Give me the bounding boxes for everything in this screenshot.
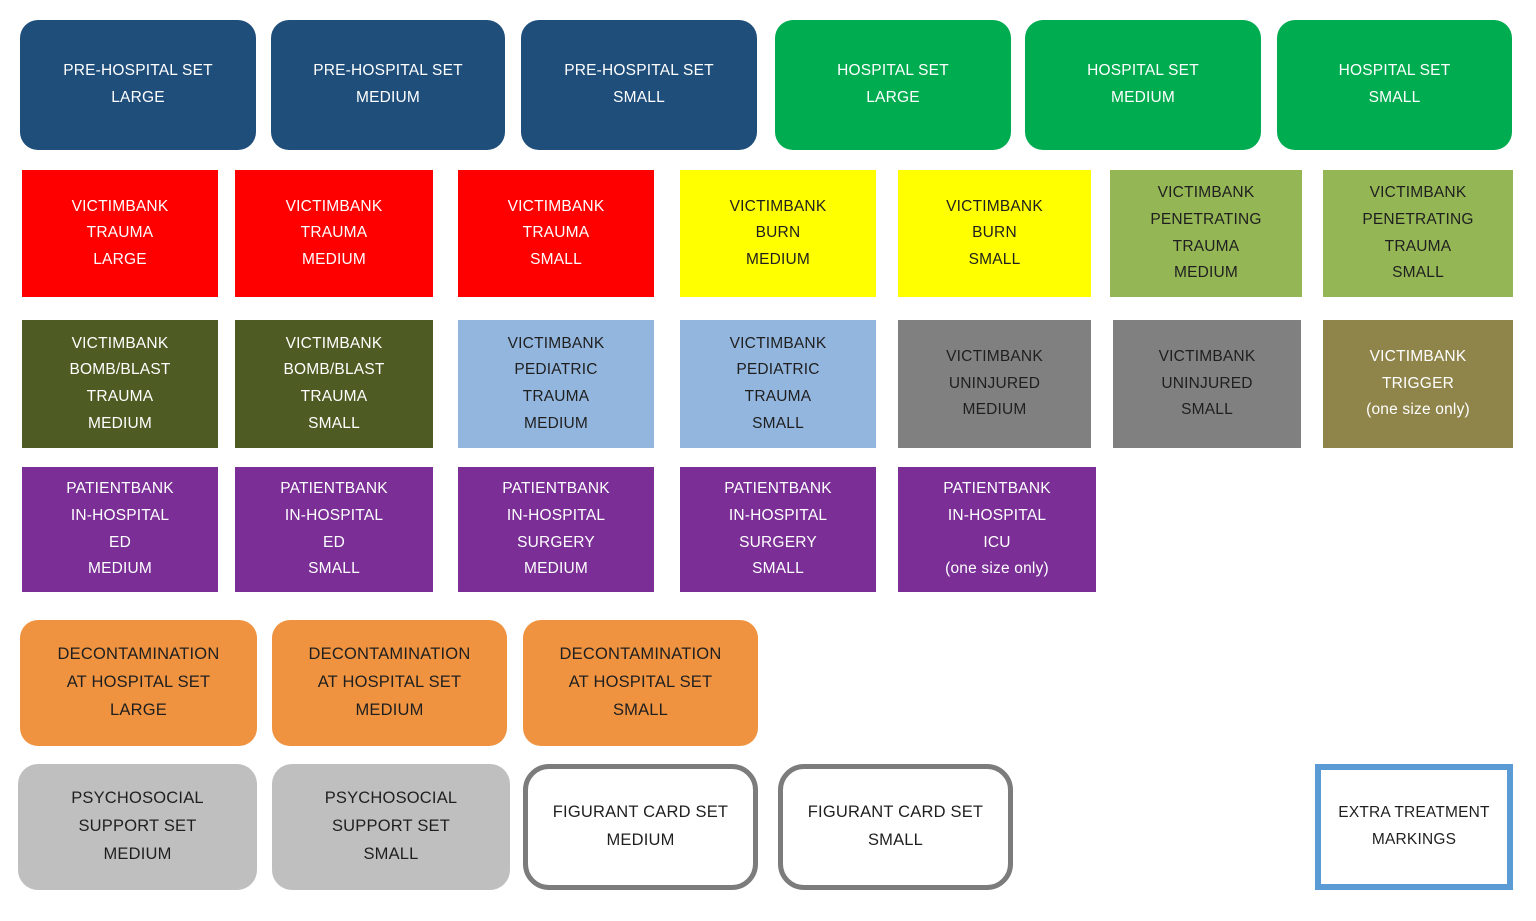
card-label: VICTIMBANK TRAUMA MEDIUM bbox=[285, 197, 383, 268]
card-figurant-card-set-small: FIGURANT CARD SET SMALL bbox=[778, 764, 1013, 890]
card-label: PRE-HOSPITAL SET MEDIUM bbox=[313, 62, 463, 106]
card-victimbank-bomb-blast-trauma-medium: VICTIMBANK BOMB/BLAST TRAUMA MEDIUM bbox=[22, 320, 218, 448]
card-label: DECONTAMINATION AT HOSPITAL SET LARGE bbox=[57, 645, 220, 719]
card-label: PATIENTBANK IN-HOSPITAL ED SMALL bbox=[280, 480, 388, 578]
card-label: HOSPITAL SET MEDIUM bbox=[1087, 62, 1199, 106]
card-label: VICTIMBANK UNINJURED MEDIUM bbox=[946, 348, 1043, 419]
card-label: PRE-HOSPITAL SET LARGE bbox=[63, 62, 213, 106]
card-label: PATIENTBANK IN-HOSPITAL SURGERY MEDIUM bbox=[502, 480, 610, 578]
card-victimbank-pediatric-trauma-medium: VICTIMBANK PEDIATRIC TRAUMA MEDIUM bbox=[458, 320, 654, 448]
card-label: VICTIMBANK BOMB/BLAST TRAUMA MEDIUM bbox=[69, 334, 171, 432]
card-label: VICTIMBANK TRIGGER (one size only) bbox=[1366, 348, 1470, 419]
card-label: PATIENTBANK IN-HOSPITAL SURGERY SMALL bbox=[724, 480, 832, 578]
card-label: HOSPITAL SET SMALL bbox=[1338, 62, 1451, 106]
card-victimbank-burn-medium: VICTIMBANK BURN MEDIUM bbox=[680, 170, 876, 297]
card-hospital-set-medium: HOSPITAL SET MEDIUM bbox=[1025, 20, 1261, 150]
card-victimbank-uninjured-medium: VICTIMBANK UNINJURED MEDIUM bbox=[898, 320, 1091, 448]
card-hospital-set-small: HOSPITAL SET SMALL bbox=[1277, 20, 1512, 150]
card-victimbank-trigger: VICTIMBANK TRIGGER (one size only) bbox=[1323, 320, 1513, 448]
card-label: VICTIMBANK BURN MEDIUM bbox=[729, 197, 827, 268]
card-patientbank-in-hospital-surgery-small: PATIENTBANK IN-HOSPITAL SURGERY SMALL bbox=[680, 467, 876, 592]
card-psychosocial-support-set-medium: PSYCHOSOCIAL SUPPORT SET MEDIUM bbox=[18, 764, 257, 890]
card-patientbank-in-hospital-surgery-medium: PATIENTBANK IN-HOSPITAL SURGERY MEDIUM bbox=[458, 467, 654, 592]
card-label: PRE-HOSPITAL SET SMALL bbox=[564, 62, 714, 106]
card-victimbank-uninjured-small: VICTIMBANK UNINJURED SMALL bbox=[1113, 320, 1301, 448]
card-label: FIGURANT CARD SET MEDIUM bbox=[552, 803, 729, 849]
card-patientbank-in-hospital-icu: PATIENTBANK IN-HOSPITAL ICU (one size on… bbox=[898, 467, 1096, 592]
card-label: PATIENTBANK IN-HOSPITAL ED MEDIUM bbox=[66, 480, 174, 578]
card-hospital-set-large: HOSPITAL SET LARGE bbox=[775, 20, 1011, 150]
card-victimbank-trauma-large: VICTIMBANK TRAUMA LARGE bbox=[22, 170, 218, 297]
card-victimbank-trauma-small: VICTIMBANK TRAUMA SMALL bbox=[458, 170, 654, 297]
card-victimbank-burn-small: VICTIMBANK BURN SMALL bbox=[898, 170, 1091, 297]
card-label: VICTIMBANK BURN SMALL bbox=[946, 197, 1043, 268]
card-label: VICTIMBANK TRAUMA LARGE bbox=[71, 197, 169, 268]
card-label: HOSPITAL SET LARGE bbox=[837, 62, 949, 106]
card-victimbank-trauma-medium: VICTIMBANK TRAUMA MEDIUM bbox=[235, 170, 433, 297]
card-decontamination-at-hospital-set-large: DECONTAMINATION AT HOSPITAL SET LARGE bbox=[20, 620, 257, 746]
card-decontamination-at-hospital-set-medium: DECONTAMINATION AT HOSPITAL SET MEDIUM bbox=[272, 620, 507, 746]
card-label: PSYCHOSOCIAL SUPPORT SET MEDIUM bbox=[71, 789, 204, 863]
card-victimbank-penetrating-trauma-small: VICTIMBANK PENETRATING TRAUMA SMALL bbox=[1323, 170, 1513, 297]
card-label: DECONTAMINATION AT HOSPITAL SET MEDIUM bbox=[308, 645, 471, 719]
card-patientbank-in-hospital-ed-small: PATIENTBANK IN-HOSPITAL ED SMALL bbox=[235, 467, 433, 592]
card-label: VICTIMBANK PENETRATING TRAUMA SMALL bbox=[1362, 184, 1474, 282]
card-pre-hospital-set-large: PRE-HOSPITAL SET LARGE bbox=[20, 20, 256, 150]
card-pre-hospital-set-small: PRE-HOSPITAL SET SMALL bbox=[521, 20, 757, 150]
card-figurant-card-set-medium: FIGURANT CARD SET MEDIUM bbox=[523, 764, 758, 890]
card-label: VICTIMBANK UNINJURED SMALL bbox=[1158, 348, 1256, 419]
card-label: PATIENTBANK IN-HOSPITAL ICU (one size on… bbox=[943, 480, 1051, 578]
card-label: FIGURANT CARD SET SMALL bbox=[807, 803, 984, 849]
card-pre-hospital-set-medium: PRE-HOSPITAL SET MEDIUM bbox=[271, 20, 505, 150]
card-label: VICTIMBANK PEDIATRIC TRAUMA MEDIUM bbox=[507, 334, 605, 432]
card-psychosocial-support-set-small: PSYCHOSOCIAL SUPPORT SET SMALL bbox=[272, 764, 510, 890]
card-label: EXTRA TREATMENT MARKINGS bbox=[1338, 804, 1490, 848]
card-patientbank-in-hospital-ed-medium: PATIENTBANK IN-HOSPITAL ED MEDIUM bbox=[22, 467, 218, 592]
card-label: VICTIMBANK TRAUMA SMALL bbox=[507, 197, 605, 268]
card-label: PSYCHOSOCIAL SUPPORT SET SMALL bbox=[324, 789, 458, 863]
card-label: DECONTAMINATION AT HOSPITAL SET SMALL bbox=[559, 645, 722, 719]
card-decontamination-at-hospital-set-small: DECONTAMINATION AT HOSPITAL SET SMALL bbox=[523, 620, 758, 746]
card-extra-treatment-markings: EXTRA TREATMENT MARKINGS bbox=[1315, 764, 1513, 890]
card-victimbank-penetrating-trauma-medium: VICTIMBANK PENETRATING TRAUMA MEDIUM bbox=[1110, 170, 1302, 297]
card-label: VICTIMBANK PENETRATING TRAUMA MEDIUM bbox=[1150, 184, 1262, 282]
card-label: VICTIMBANK PEDIATRIC TRAUMA SMALL bbox=[729, 334, 827, 432]
card-victimbank-bomb-blast-trauma-small: VICTIMBANK BOMB/BLAST TRAUMA SMALL bbox=[235, 320, 433, 448]
card-label: VICTIMBANK BOMB/BLAST TRAUMA SMALL bbox=[283, 334, 385, 432]
card-victimbank-pediatric-trauma-small: VICTIMBANK PEDIATRIC TRAUMA SMALL bbox=[680, 320, 876, 448]
